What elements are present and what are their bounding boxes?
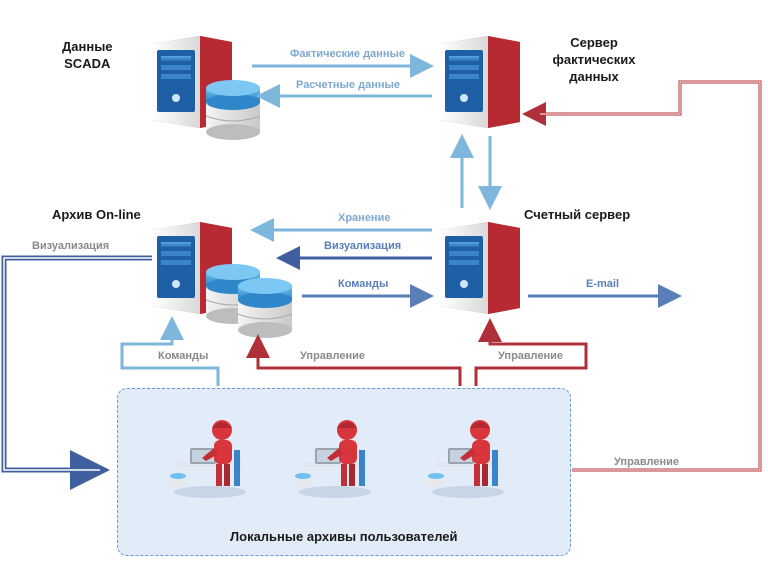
edge-visualization-archive [1,255,152,490]
fact-server-label-line3: данных [569,69,619,84]
archive-label: Архив On-line [52,207,141,222]
edge-label-control-calc: Управление [498,350,564,362]
calc-server-label: Счетный сервер [524,207,631,222]
archive-database-icon-2 [237,277,293,339]
edge-label-fact-data: Фактические данные [290,48,405,60]
user-workstation-icon-1 [170,420,246,498]
edge-label-commands-users: Команды [158,350,209,362]
scada-label-line2: SCADA [64,56,111,71]
edge-label-visualization-calc: Визуализация [324,240,402,252]
user-workstation-icon-3 [428,420,504,498]
fact-server-label-line1: Сервер [570,35,618,50]
edge-control-calc [474,318,588,386]
edge-label-email: E-mail [586,278,620,290]
edge-label-visualization-archive: Визуализация [32,240,110,252]
edge-label-calc-data: Расчетные данные [296,79,401,91]
scada-label-line1: Данные [62,39,113,54]
edge-label-control-archive: Управление [300,350,366,362]
scada-label: Данные SCADA [62,38,113,72]
scada-database-icon [205,79,261,141]
edge-label-commands-to-calc: Команды [338,278,389,290]
fact-server-label: Сервер фактических данных [548,34,640,85]
edge-commands-users [120,316,220,386]
local-archives-label: Локальные архивы пользователей [230,529,458,544]
edge-control-fact [522,80,762,472]
fact-server-icon [440,36,520,128]
calc-server-icon [440,222,520,314]
edge-label-control-fact: Управление [614,456,680,468]
fact-server-label-line2: фактических [552,52,636,67]
user-workstation-icon-2 [295,420,371,498]
edge-control-archive [246,334,462,386]
edge-label-storage: Хранение [338,212,391,224]
